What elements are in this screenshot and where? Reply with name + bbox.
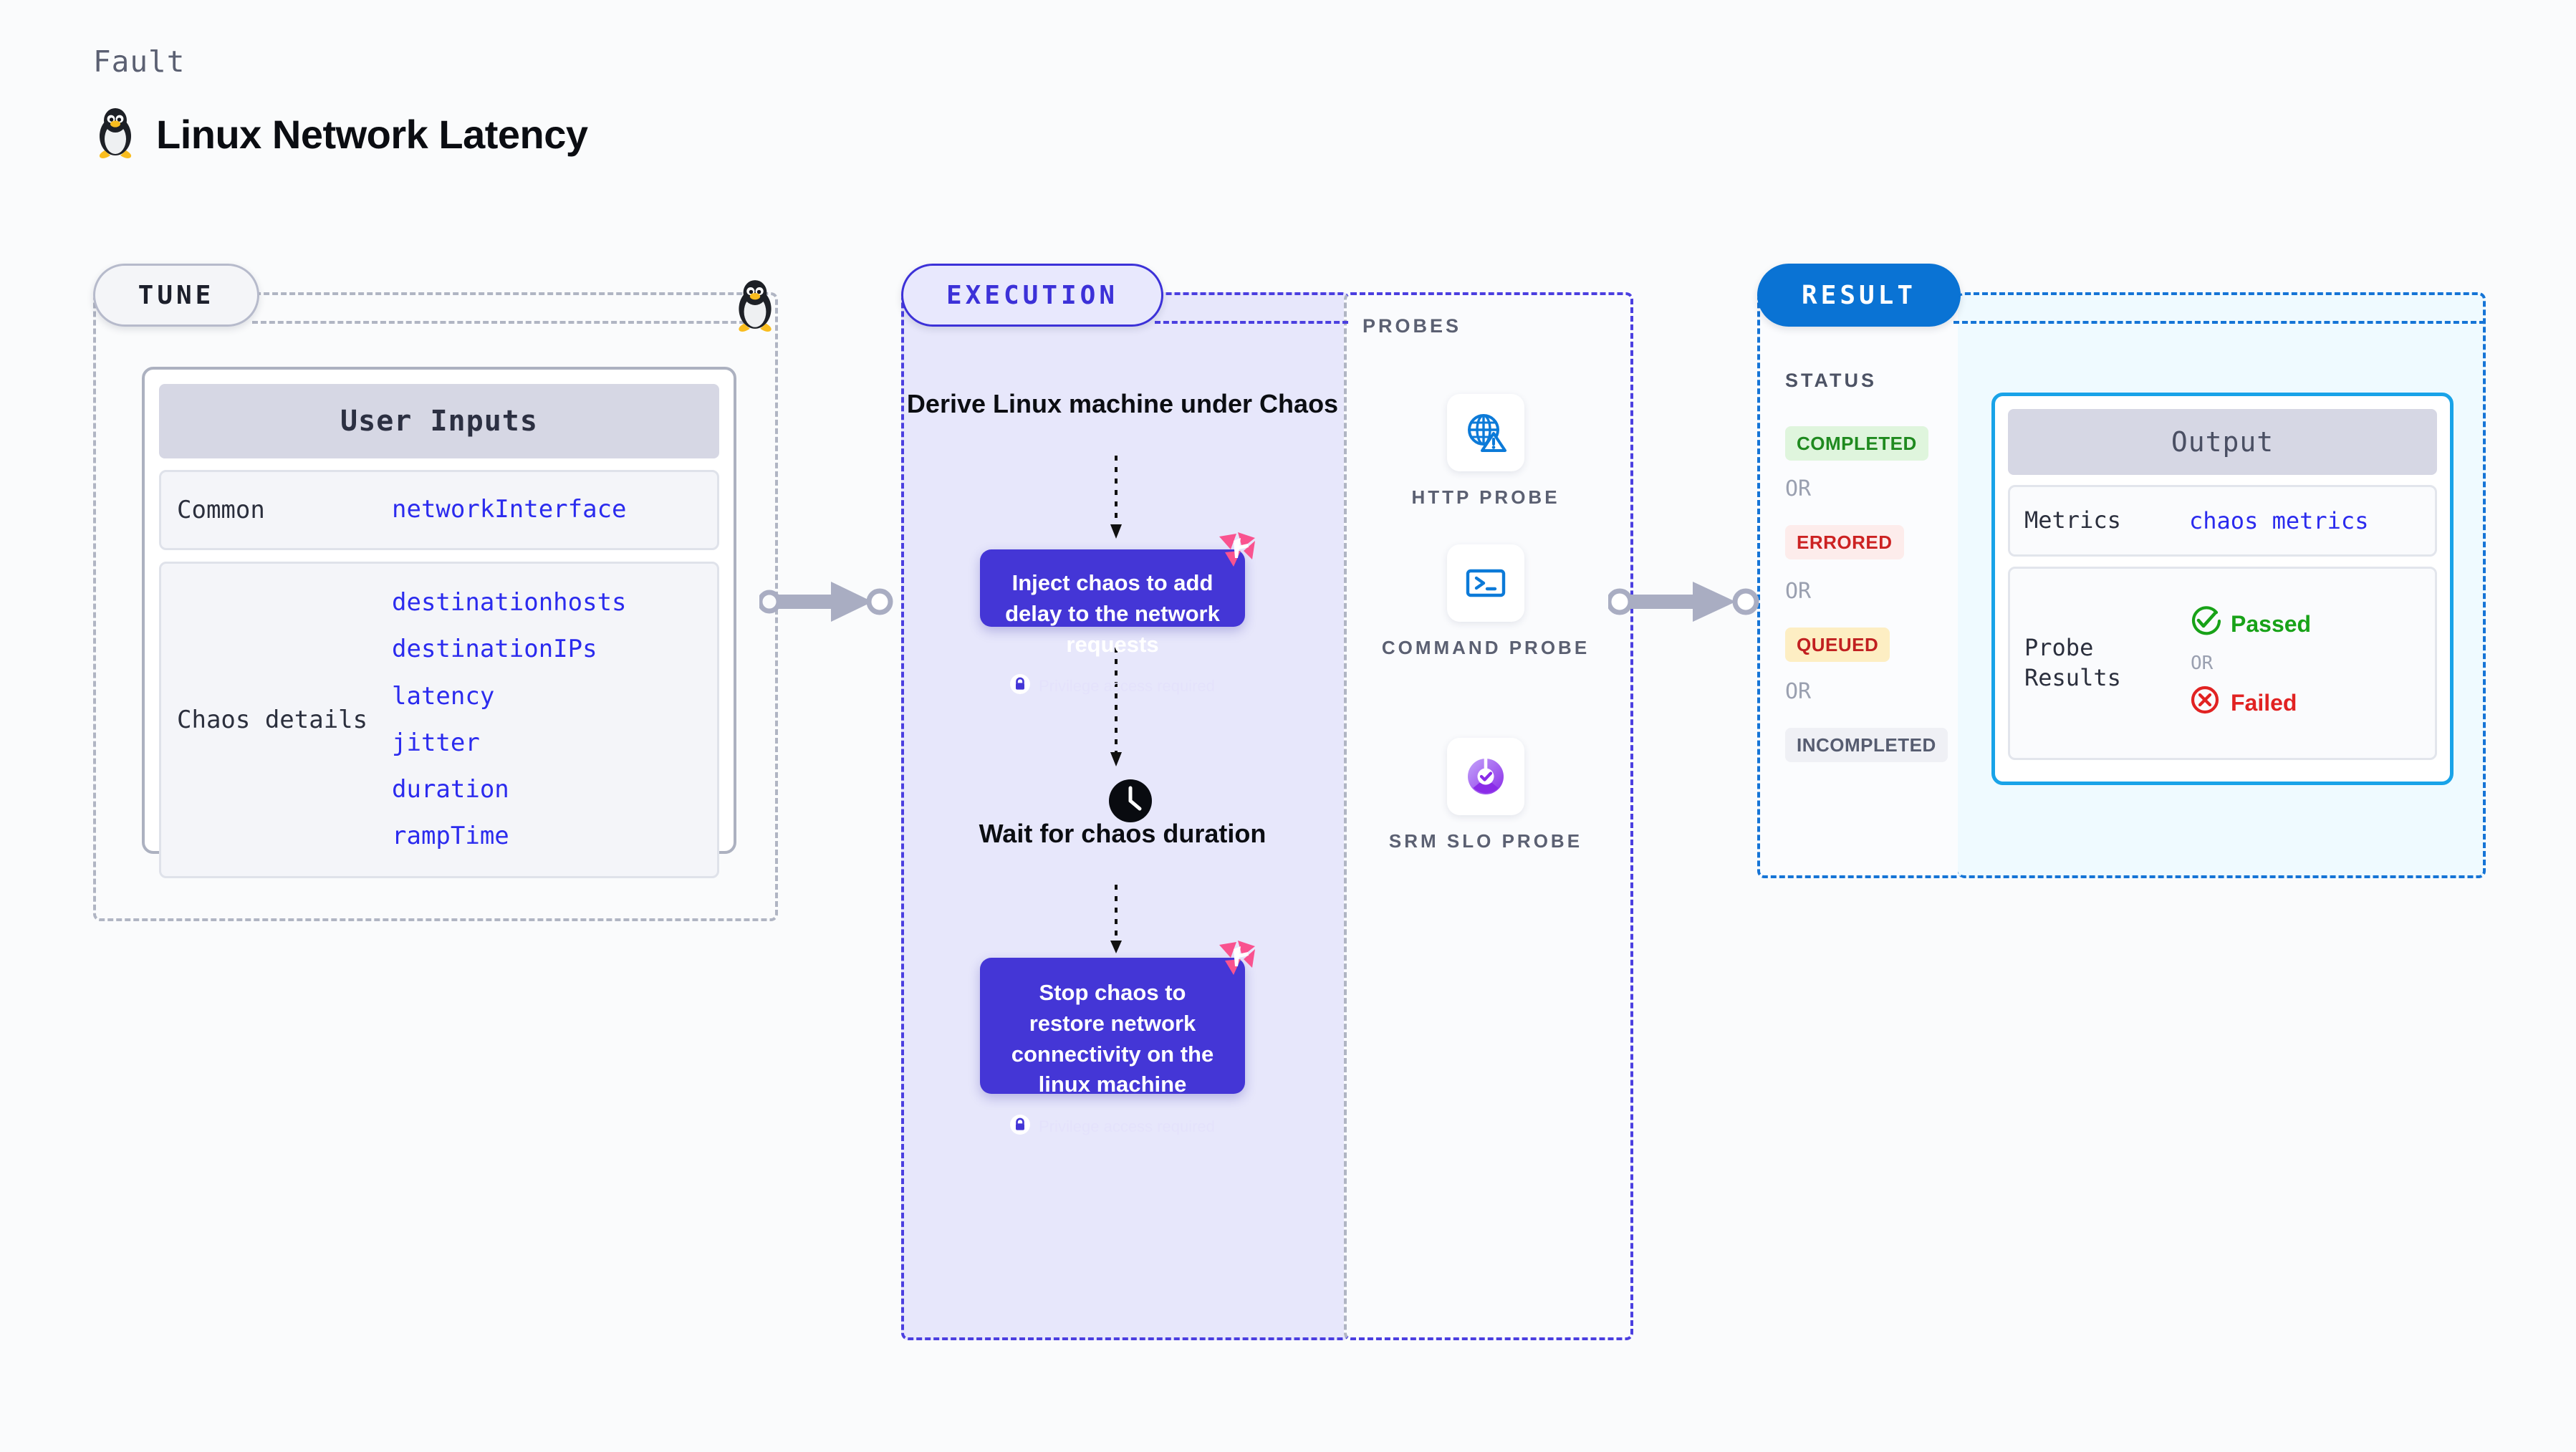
stage-pill-result[interactable]: RESULT — [1757, 264, 1961, 327]
probe-result-passed: Passed — [2189, 605, 2311, 643]
input-value: duration — [392, 775, 509, 804]
probe-results-or: OR — [2191, 653, 2214, 674]
input-block-values: networkInterface — [392, 486, 627, 533]
status-badge-queued: QUEUED — [1785, 628, 1890, 662]
probe-label: COMMAND PROBE — [1381, 637, 1590, 658]
output-block-probe-results: Probe Results Passed OR — [2008, 567, 2437, 760]
probe-item-srm-slo[interactable]: SRM SLO PROBE — [1344, 738, 1628, 855]
input-value: destinationhosts — [392, 588, 627, 617]
result-header-line — [1953, 321, 2485, 324]
linux-penguin-icon — [93, 106, 138, 163]
output-block-metrics: Metrics chaos metrics — [2008, 485, 2437, 557]
privilege-note: Privilege access required — [1000, 674, 1225, 698]
flow-arrow-2 — [1107, 648, 1125, 773]
input-block-common: Common networkInterface — [159, 470, 719, 550]
input-block-values: destinationhosts destinationIPs latency … — [392, 580, 627, 860]
failed-label: Failed — [2231, 689, 2297, 716]
page-title: Linux Network Latency — [156, 112, 588, 157]
user-inputs-card: User Inputs Common networkInterface Chao… — [142, 367, 736, 878]
status-or-label: OR — [1785, 579, 1812, 604]
stage-pill-tune[interactable]: TUNE — [93, 264, 259, 327]
harness-logo-icon — [1216, 531, 1258, 574]
probe-results-label: Probe Results — [2024, 634, 2121, 691]
globe-warning-icon — [1447, 394, 1524, 471]
privilege-note: Privilege access required — [999, 1115, 1226, 1139]
page-header: Fault Linux Network Latency — [93, 44, 588, 163]
lock-icon — [1010, 1115, 1031, 1139]
probe-results-values: Passed OR Failed — [2189, 605, 2311, 721]
execution-stop-chaos-step[interactable]: Stop chaos to restore network connectivi… — [980, 941, 1255, 1135]
input-value: jitter — [392, 728, 480, 757]
status-badge-completed: COMPLETED — [1785, 426, 1928, 461]
step-title: Stop chaos to restore network connectivi… — [1011, 980, 1214, 1097]
x-circle-icon — [2189, 684, 2221, 721]
input-block-label: Chaos details — [177, 705, 368, 734]
stage-pill-execution[interactable]: EXECUTION — [901, 264, 1163, 327]
input-value: latency — [392, 681, 495, 711]
input-block-label: Common — [177, 495, 265, 524]
input-value: rampTime — [392, 822, 509, 851]
probe-label: SRM SLO PROBE — [1388, 830, 1583, 852]
slo-check-icon — [1447, 738, 1524, 815]
output-block-label: Probe Results — [2010, 633, 2189, 693]
output-block-label: Metrics — [2024, 506, 2121, 534]
user-inputs-title: User Inputs — [159, 384, 719, 458]
clock-icon — [1105, 776, 1155, 830]
page-title-row: Linux Network Latency — [93, 106, 588, 163]
input-value: destinationIPs — [392, 635, 597, 664]
connector-execution-to-result — [1606, 573, 1777, 634]
status-badge-errored: ERRORED — [1785, 525, 1904, 559]
output-metrics-value: chaos metrics — [2189, 507, 2369, 534]
probe-item-command[interactable]: COMMAND PROBE — [1344, 544, 1628, 661]
execution-inject-chaos-step[interactable]: Inject chaos to add delay to the network… — [980, 532, 1255, 695]
output-card: Output Metrics chaos metrics Probe Resul… — [1991, 393, 2454, 785]
harness-logo-icon — [1216, 939, 1258, 983]
status-section-label: STATUS — [1785, 370, 1877, 391]
probe-label: HTTP PROBE — [1411, 486, 1560, 508]
tune-header-line — [252, 321, 754, 324]
fault-kicker: Fault — [93, 44, 186, 79]
execution-header-line — [1155, 321, 1348, 324]
execution-derive-step: Derive Linux machine under Chaos — [906, 389, 1339, 418]
status-or-label: OR — [1785, 476, 1812, 501]
input-block-chaos-details: Chaos details destinationhosts destinati… — [159, 562, 719, 878]
status-or-label: OR — [1785, 679, 1812, 704]
passed-label: Passed — [2231, 610, 2312, 637]
lock-icon — [1010, 674, 1031, 698]
probe-item-http[interactable]: HTTP PROBE — [1344, 394, 1628, 511]
linux-penguin-marker-icon — [732, 278, 778, 336]
check-circle-icon — [2189, 605, 2221, 643]
step-title: Inject chaos to add delay to the network… — [1005, 570, 1220, 657]
privilege-text: Privilege access required — [1039, 1117, 1215, 1136]
status-badge-incompleted: INCOMPLETED — [1785, 728, 1948, 762]
privilege-text: Privilege access required — [1039, 677, 1215, 696]
output-title: Output — [2008, 409, 2437, 475]
flow-arrow-3 — [1107, 885, 1125, 960]
execution-wait-step: Wait for chaos duration — [979, 819, 1267, 848]
input-value: networkInterface — [392, 495, 627, 524]
probes-section-label: PROBES — [1363, 315, 1462, 337]
flow-arrow-1 — [1107, 456, 1125, 545]
probe-result-failed: Failed — [2189, 684, 2311, 721]
connector-tune-to-execution — [757, 573, 906, 634]
terminal-icon — [1447, 544, 1524, 622]
